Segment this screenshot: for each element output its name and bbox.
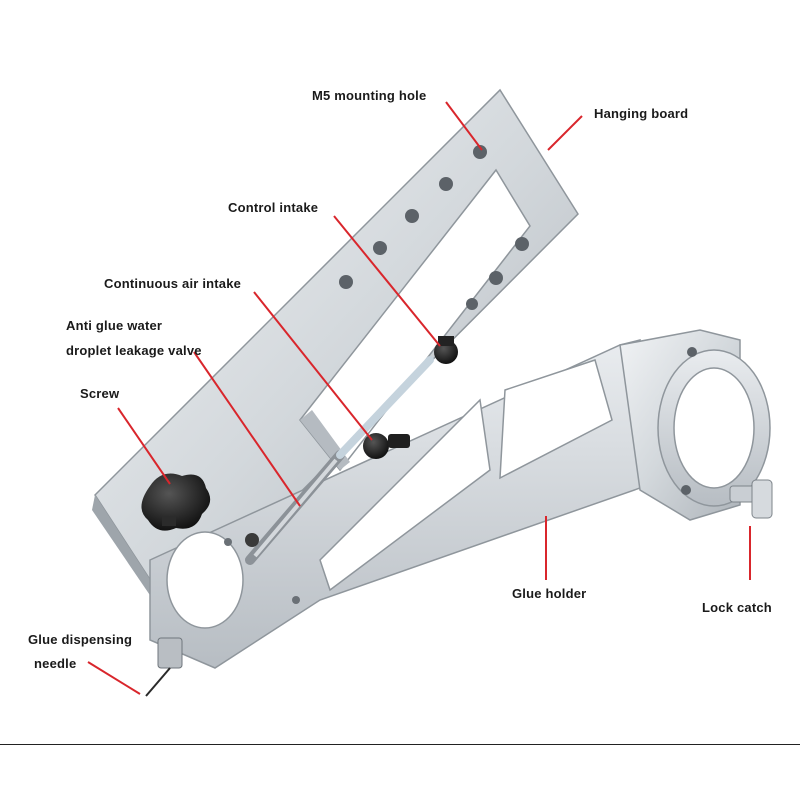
screw-knob bbox=[141, 473, 211, 531]
label-hanging-board: Hanging board bbox=[594, 106, 689, 121]
leader-continuous-air bbox=[253, 291, 373, 441]
label-control-intake: Control intake bbox=[228, 200, 319, 215]
mounting-hole bbox=[489, 271, 503, 285]
label-lock-catch: Lock catch bbox=[702, 600, 772, 615]
holder-screw bbox=[224, 538, 232, 546]
mounting-hole bbox=[339, 275, 353, 289]
hanging-board bbox=[92, 88, 579, 632]
label-continuous-air-intake: Continuous air intake bbox=[104, 276, 242, 291]
lock-catch bbox=[729, 479, 773, 519]
holder-screw bbox=[292, 596, 300, 604]
glue-holder bbox=[149, 339, 641, 669]
clamp-ring bbox=[619, 329, 771, 521]
mounting-hole bbox=[473, 145, 487, 159]
continuous-air-fitting bbox=[363, 433, 410, 459]
leader-m5 bbox=[445, 101, 483, 151]
label-m5-mounting-hole: M5 mounting hole bbox=[312, 88, 427, 103]
glue-syringe bbox=[245, 356, 434, 565]
label-glue-holder: Glue holder bbox=[512, 586, 587, 601]
leader-screw bbox=[117, 407, 171, 485]
leader-lines bbox=[87, 101, 751, 695]
mounting-hole bbox=[515, 237, 529, 251]
leader-control-intake bbox=[333, 215, 441, 347]
leader-hanging-board bbox=[547, 115, 583, 151]
label-screw: Screw bbox=[80, 386, 120, 401]
label-anti-glue-line1: Anti glue water bbox=[66, 318, 163, 333]
mounting-hole bbox=[466, 298, 478, 310]
leader-anti-glue bbox=[193, 351, 301, 507]
label-glue-needle-line1: Glue dispensing bbox=[28, 632, 133, 647]
label-anti-glue-line2: droplet leakage valve bbox=[66, 343, 202, 358]
mounting-holes bbox=[339, 145, 529, 310]
mounting-hole bbox=[405, 209, 419, 223]
bottom-divider bbox=[0, 744, 800, 745]
anti-leak-valve bbox=[245, 533, 259, 547]
label-glue-needle-line2: needle bbox=[34, 656, 77, 671]
mounting-hole bbox=[439, 177, 453, 191]
mounting-hole bbox=[373, 241, 387, 255]
leader-needle bbox=[87, 661, 141, 695]
dispensing-needle bbox=[145, 637, 183, 697]
